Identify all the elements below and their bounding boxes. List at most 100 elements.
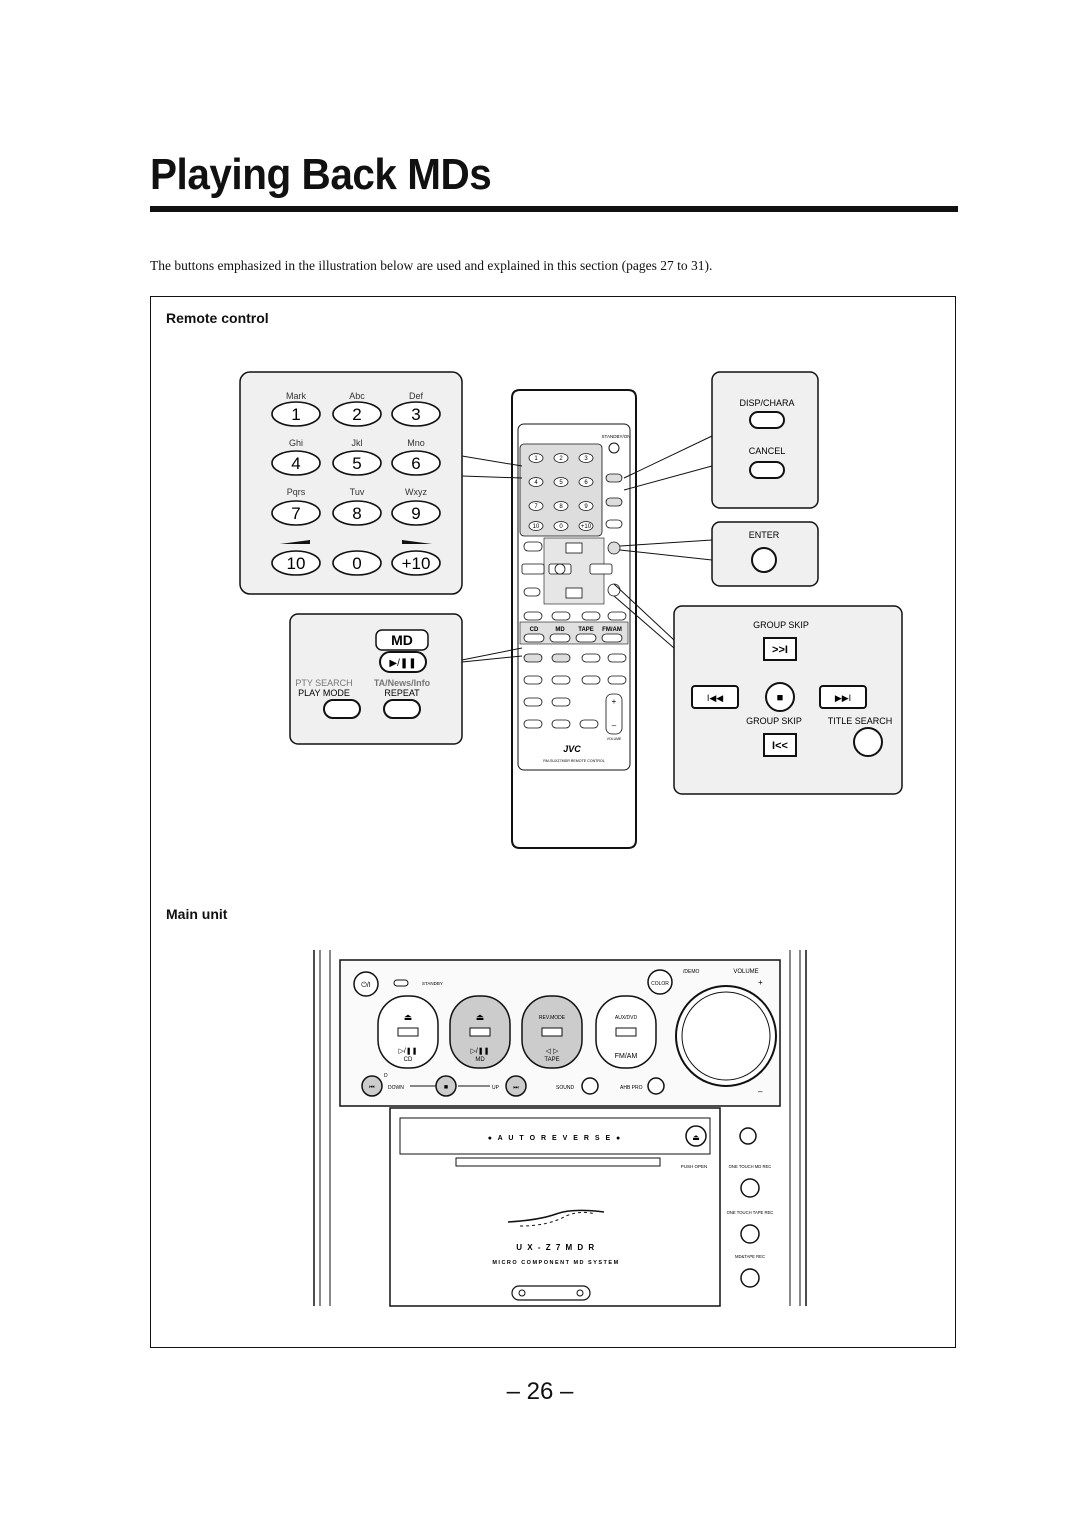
disp-chara-button[interactable] — [749, 411, 785, 429]
svg-text:■: ■ — [444, 1084, 448, 1091]
repeat-button[interactable] — [383, 699, 421, 719]
group-skip-bottom-label: GROUP SKIP — [746, 716, 802, 726]
stop-icon: ■ — [777, 692, 784, 704]
one-touch-tape-rec-button[interactable] — [740, 1224, 760, 1244]
page-number: – 26 – — [506, 1378, 574, 1405]
volume-plus: + — [758, 978, 763, 987]
down-button[interactable] — [361, 1075, 383, 1097]
key-10-label: 10 — [287, 554, 306, 573]
cancel-button[interactable] — [749, 461, 785, 479]
key-9-button[interactable] — [391, 500, 441, 526]
main-unit: ⏻/I STANDBY /DEMO COLOR VOLUME + – ⏏ ⏏ R… — [313, 950, 807, 1307]
sound-button[interactable] — [581, 1077, 599, 1095]
key-3-label: 3 — [411, 405, 420, 424]
svg-text:⏭: ⏭ — [513, 1085, 519, 1091]
rev-mode-label: REV.MODE — [539, 1015, 566, 1021]
keypad-callout: Mark Abc Def Ghi Jkl Mno Pqrs Tuv Wxyz 1 — [239, 371, 463, 595]
volume-knob[interactable] — [675, 985, 777, 1087]
key-3-button[interactable] — [391, 401, 441, 427]
cd-eject-icon: ⏏ — [404, 1012, 413, 1022]
tape-label: TAPE — [544, 1057, 559, 1063]
key-4-button[interactable] — [271, 450, 321, 476]
title-search-button[interactable] — [853, 727, 883, 757]
key-letters-tuv: Tuv — [350, 487, 365, 497]
svg-text:3: 3 — [584, 456, 588, 462]
stop-main-button[interactable] — [435, 1075, 457, 1097]
stop-button[interactable] — [765, 682, 795, 712]
svg-text:4: 4 — [534, 480, 538, 486]
remote-section-label: Remote control — [166, 310, 269, 326]
group-skip-down-button[interactable] — [763, 733, 797, 757]
auto-reverse-label: ● A U T O R E V E R S E ● — [488, 1135, 623, 1142]
md-label: MD — [475, 1057, 485, 1063]
key-plus10-button[interactable] — [391, 550, 441, 576]
volume-minus: – — [758, 1087, 763, 1096]
repeat-label: REPEAT — [384, 688, 420, 698]
up-label: UP — [492, 1085, 500, 1091]
color-label: COLOR — [651, 981, 669, 987]
key-8-button[interactable] — [332, 500, 382, 526]
disp-chara-label: DISP/CHARA — [739, 398, 794, 408]
group-skip-top-label: GROUP SKIP — [753, 620, 809, 630]
sound-label: SOUND — [556, 1085, 574, 1091]
next-button[interactable] — [819, 685, 867, 709]
demo-label: /DEMO — [683, 969, 700, 975]
title-search-label: TITLE SEARCH — [828, 716, 893, 726]
group-skip-up-button[interactable] — [763, 637, 797, 661]
up-button[interactable] — [505, 1075, 527, 1097]
key-1-button[interactable] — [271, 401, 321, 427]
color-button[interactable] — [647, 969, 673, 995]
play-mode-button[interactable] — [323, 699, 361, 719]
svg-text:2: 2 — [559, 456, 563, 462]
svg-text:FM/AM: FM/AM — [602, 627, 622, 633]
ahb-pro-button[interactable] — [647, 1077, 665, 1095]
remote-brand: JVC — [563, 744, 581, 754]
md-callout: MD ▶/❚❚ PTY SEARCH TA/News/Info PLAY MOD… — [289, 613, 463, 745]
key-letters-jkl: Jkl — [352, 438, 363, 448]
md-callout-md-label: MD — [391, 632, 413, 648]
remote-standby-button[interactable] — [608, 442, 620, 454]
key-10-button[interactable] — [271, 550, 321, 576]
svg-text:10: 10 — [533, 524, 540, 530]
enter-callout: ENTER — [711, 521, 819, 587]
key-7-button[interactable] — [271, 500, 321, 526]
key-letters-pqrs: Pqrs — [287, 487, 306, 497]
svg-text:8: 8 — [559, 504, 563, 510]
md-eject-icon: ⏏ — [476, 1012, 485, 1022]
key-8-label: 8 — [352, 504, 361, 523]
key-2-button[interactable] — [332, 401, 382, 427]
key-letters-mno: Mno — [407, 438, 425, 448]
tape-eject-button[interactable] — [685, 1125, 707, 1147]
svg-text:◁ ▷: ◁ ▷ — [546, 1048, 559, 1055]
key-9-label: 9 — [411, 504, 420, 523]
main-volume-label: VOLUME — [733, 969, 758, 975]
model-name: U X - Z 7 M D R — [516, 1243, 595, 1252]
key-7-label: 7 — [291, 504, 300, 523]
svg-text:0: 0 — [559, 524, 563, 530]
key-5-button[interactable] — [332, 450, 382, 476]
previous-button[interactable] — [691, 685, 739, 709]
key-6-button[interactable] — [391, 450, 441, 476]
standby-label: STANDBY — [422, 981, 443, 986]
svg-text:+: + — [612, 697, 617, 706]
svg-text:⏏: ⏏ — [692, 1133, 700, 1142]
one-touch-md-rec-button[interactable] — [740, 1178, 760, 1198]
d-label: D — [384, 1073, 388, 1079]
cd-label: CD — [404, 1057, 413, 1063]
md-tape-rec-button[interactable] — [740, 1268, 760, 1288]
down-label: DOWN — [388, 1085, 404, 1091]
ahb-pro-label: AHB PRO — [620, 1085, 643, 1091]
svg-text:CD: CD — [530, 627, 539, 633]
svg-text:–: – — [612, 721, 617, 730]
push-open-label: PUSH OPEN — [681, 1164, 708, 1169]
key-letters-ghi: Ghi — [289, 438, 303, 448]
key-0-button[interactable] — [332, 550, 382, 576]
enter-button[interactable] — [751, 547, 777, 573]
md-play-pause-button[interactable] — [379, 651, 427, 673]
power-button[interactable] — [353, 971, 379, 997]
svg-text:⏻/I: ⏻/I — [361, 981, 370, 989]
fm-am-label: FM/AM — [615, 1053, 638, 1060]
svg-text:TAPE: TAPE — [578, 627, 594, 633]
